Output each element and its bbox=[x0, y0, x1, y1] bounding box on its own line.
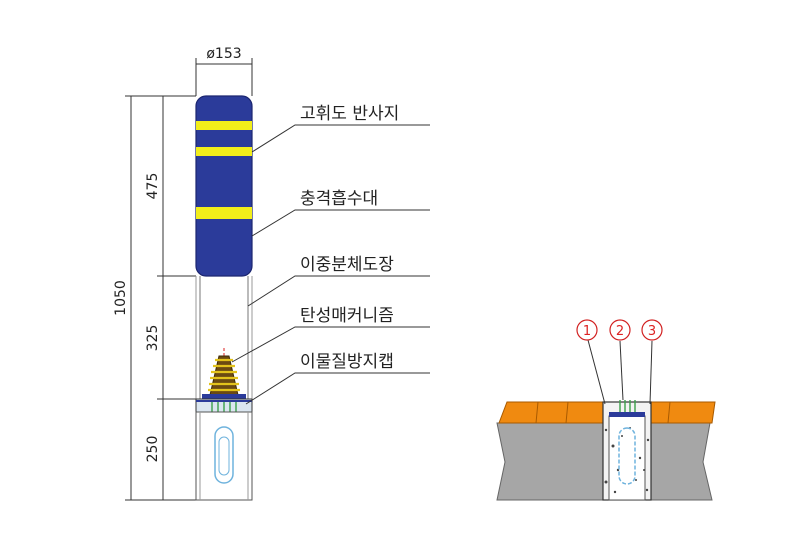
bollard-body bbox=[195, 95, 253, 277]
callout-debris-cap: 이물질방지캡 bbox=[300, 352, 394, 372]
marker-1-label: 1 bbox=[583, 324, 591, 339]
marker-leaders bbox=[587, 339, 653, 405]
reflective-band-3 bbox=[196, 207, 252, 219]
callout-powder-coating: 이중분체도장 bbox=[300, 255, 394, 275]
total-height-label: 1050 bbox=[113, 280, 129, 316]
reflective-band-2 bbox=[196, 147, 252, 156]
dimension-lines bbox=[125, 58, 253, 501]
segment-label-top: 475 bbox=[145, 173, 161, 200]
segment-label-bottom: 250 bbox=[145, 436, 161, 463]
section-markers: 1 2 3 bbox=[576, 319, 663, 341]
segment-label-middle: 325 bbox=[145, 325, 161, 352]
marker-3-label: 3 bbox=[648, 324, 656, 339]
marker-2-circle bbox=[609, 319, 631, 341]
callout-elastic-mechanism: 탄성매커니즘 bbox=[300, 306, 394, 326]
installation-section bbox=[496, 400, 716, 501]
callout-reflective-sheet: 고휘도 반사지 bbox=[300, 104, 399, 124]
inner-pipe bbox=[195, 276, 253, 399]
marker-3-circle bbox=[641, 319, 663, 341]
callout-shock-absorber: 충격흡수대 bbox=[300, 189, 378, 209]
reflective-band-1 bbox=[196, 121, 252, 130]
diameter-label: ø153 bbox=[206, 46, 241, 62]
absorber-sleeve bbox=[195, 95, 253, 277]
elastic-spring bbox=[202, 348, 246, 399]
debris-cap bbox=[195, 398, 253, 413]
callout-leaders bbox=[231, 124, 430, 405]
marker-1-circle bbox=[576, 319, 598, 341]
anchor-base bbox=[195, 411, 253, 501]
marker-2-label: 2 bbox=[616, 324, 624, 339]
